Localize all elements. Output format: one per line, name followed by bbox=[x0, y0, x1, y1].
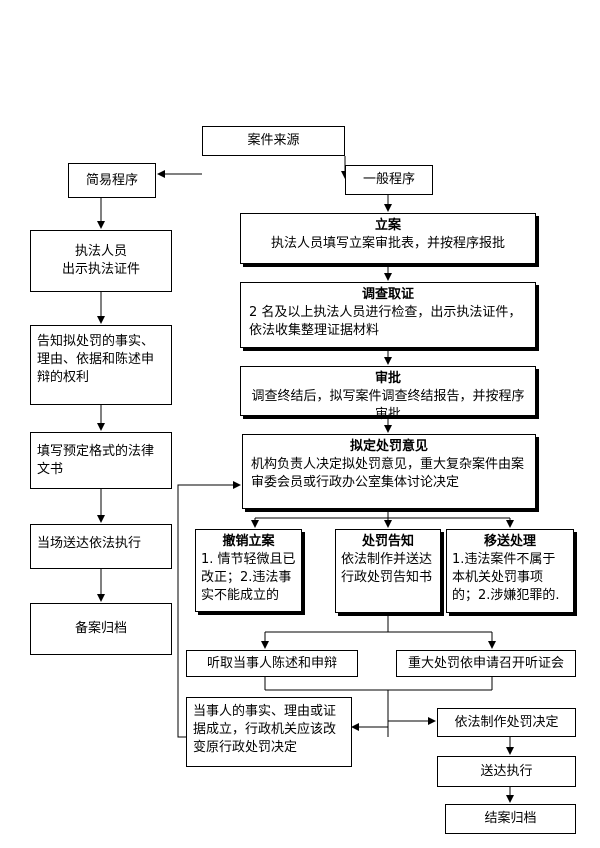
node-approval: 审批 调查终结后，拟写案件调查终结报告，并按程序审批 bbox=[240, 366, 536, 422]
transfer-body: 1.违法案件不属于本机关处罚事项的；2.涉嫌犯罪的. bbox=[452, 552, 560, 603]
node-transfer: 移送处理 1.违法案件不属于本机关处罚事项的；2.涉嫌犯罪的. bbox=[446, 529, 574, 613]
approval-body: 调查终结后，拟写案件调查终结报告，并按程序审批 bbox=[251, 389, 525, 422]
node-revoke-case: 撤销立案 1. 情节轻微且已改正；2.违法事实不能成立的 bbox=[195, 529, 302, 612]
node-deliver-execute: 当场送达依法执行 bbox=[30, 524, 172, 569]
node-make-decision: 依法制作处罚决定 bbox=[437, 708, 576, 737]
notice-title: 处罚告知 bbox=[361, 534, 414, 549]
investigation-title: 调查取证 bbox=[361, 287, 414, 302]
node-inform-rights: 告知拟处罚的事实、理由、依据和陈述申辩的权利 bbox=[30, 325, 172, 405]
revoke-body: 1. 情节轻微且已改正；2.违法事实不能成立的 bbox=[201, 552, 296, 603]
transfer-title: 移送处理 bbox=[483, 534, 536, 549]
node-close-archive: 结案归档 bbox=[445, 804, 576, 834]
approval-title: 审批 bbox=[374, 371, 401, 386]
branch-line-opinion bbox=[255, 509, 510, 519]
notice-body: 依法制作并送达行政处罚告知书 bbox=[341, 552, 433, 585]
node-hear-statement: 听取当事人陈述和申辩 bbox=[186, 650, 358, 677]
node-general-procedure: 一般程序 bbox=[345, 165, 433, 195]
node-investigation: 调查取证 2 名及以上执法人员进行检查，出示执法证件，依法收集整理证据材料 bbox=[240, 282, 536, 348]
revoke-title: 撤销立案 bbox=[222, 534, 275, 549]
opinion-body: 机构负责人决定拟处罚意见，重大复杂案件由案审委会员或行政办公室集体讨论决定 bbox=[251, 457, 525, 490]
node-show-credentials: 执法人员 出示执法证件 bbox=[30, 230, 172, 292]
node-file-archive-simple: 备案归档 bbox=[30, 603, 172, 655]
loop-back-line bbox=[177, 481, 241, 738]
investigation-body: 2 名及以上执法人员进行检查，出示执法证件，依法收集整理证据材料 bbox=[249, 305, 522, 338]
merge-line bbox=[264, 677, 493, 691]
filing-title: 立案 bbox=[374, 218, 401, 233]
node-deliver-execute-general: 送达执行 bbox=[437, 756, 576, 787]
node-change-decision: 当事人的事实、理由或证据成立，行政机关应该改变原行政处罚决定 bbox=[186, 697, 352, 767]
node-filing: 立案 执法人员填写立案审批表，并按程序报批 bbox=[240, 213, 536, 264]
node-case-source: 案件来源 bbox=[202, 126, 345, 156]
node-fill-documents: 填写预定格式的法律文书 bbox=[30, 432, 172, 489]
node-penalty-notice: 处罚告知 依法制作并送达行政处罚告知书 bbox=[335, 529, 441, 613]
opinion-title: 拟定处罚意见 bbox=[349, 439, 428, 454]
node-penalty-opinion: 拟定处罚意见 机构负责人决定拟处罚意见，重大复杂案件由案审委会员或行政办公室集体… bbox=[242, 434, 536, 509]
filing-body: 执法人员填写立案审批表，并按程序报批 bbox=[270, 236, 505, 251]
branch-line-notice bbox=[265, 613, 492, 633]
node-simple-procedure: 简易程序 bbox=[68, 163, 156, 198]
node-hearing: 重大处罚依申请召开听证会 bbox=[396, 650, 576, 677]
